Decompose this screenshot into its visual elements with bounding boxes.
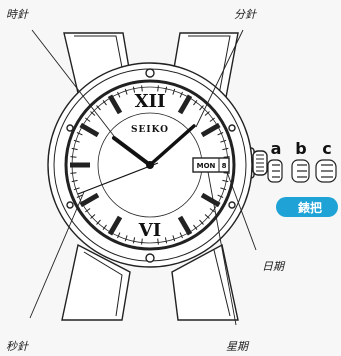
hour-marker [177,215,193,236]
minute-tick [70,156,77,158]
day-label: 星期 [226,340,250,353]
minute-tick [73,139,80,143]
numeral-six: VI [138,220,161,241]
minute-tick [102,224,107,230]
leader-lines [29,29,257,326]
minute-tick [85,208,91,213]
minute-tick [204,214,210,219]
minute-tick [71,147,78,151]
crown-position-c-label: c [322,139,331,158]
day-window-text: MON [197,162,216,170]
minute-tick [96,105,101,111]
minute-tick [220,139,227,143]
minute-tick [179,91,183,98]
minute-tick [117,232,121,239]
case-screw [228,201,236,209]
date-label: 日期 [262,260,286,273]
minute-tick [96,219,101,225]
case-screw [66,201,74,209]
hour-marker [107,215,123,236]
day-date-window: MON 8 [192,157,230,173]
minute-tick [73,187,80,191]
hour-marker [107,94,123,115]
minute-tick [199,219,204,225]
minute-tick [179,232,183,239]
case-screw [228,124,236,132]
minute-tick [132,86,136,93]
minute-tick [172,235,176,242]
minute-tick [164,86,168,93]
minute-tick [157,238,159,245]
minute-tick [90,214,96,219]
brand-logo: SEIKO [131,125,169,135]
minute-tick [141,238,143,245]
crown-positions: a b c [267,139,337,183]
case-screw [145,253,155,263]
second-hand-label: 秒針 [6,340,29,353]
minute-tick [222,179,229,183]
minute-tick [164,237,168,244]
minute-tick [90,111,96,116]
minute-tick [141,85,143,92]
minute-tick [76,194,83,198]
hour-marker [200,122,221,138]
minute-tick [217,194,224,198]
hour-marker [200,192,221,208]
hour-marker [177,94,193,115]
minute-tick [209,117,215,122]
minute-tick [76,132,83,136]
minute-tick [204,111,210,116]
minute-tick [223,172,230,174]
crown-badge: 錶把 [276,197,338,217]
minute-track [70,85,230,245]
minute-tick [193,100,198,106]
minute-tick [172,88,176,95]
hour-marker [79,122,100,138]
crown-position-a-label: a [271,139,282,158]
minute-hand-label: 分針 [234,8,257,21]
numeral-twelve: XII [135,91,166,112]
minute-tick [209,208,215,213]
minute-tick [199,105,204,111]
minute-tick [85,117,91,122]
crown-position-c-icon [315,159,337,183]
second-hand [77,162,159,195]
minute-tick [223,156,230,158]
minute-tick [217,132,224,136]
minute-tick [132,237,136,244]
minute-tick [222,147,229,151]
hour-hand-label: 時針 [6,8,29,21]
minute-tick [117,91,121,98]
minute-tick [157,85,159,92]
minute-tick [124,235,128,242]
minute-tick [71,179,78,183]
minute-hand [148,124,196,167]
minute-tick [70,172,77,174]
hour-hand [112,136,152,167]
date-window-text: 8 [222,162,227,170]
dial: XII VI SEIKO MON 8 [64,79,236,251]
minute-tick [220,187,227,191]
hour-marker [79,192,100,208]
crown-position-b-icon [291,159,310,183]
minute-tick [102,100,107,106]
minute-tick [193,224,198,230]
case-screw [145,68,155,78]
crown-position-b-label: b [295,139,306,158]
crown-position-a-icon [267,159,283,183]
minute-tick [124,88,128,95]
crown-badge-label: 錶把 [298,200,322,215]
